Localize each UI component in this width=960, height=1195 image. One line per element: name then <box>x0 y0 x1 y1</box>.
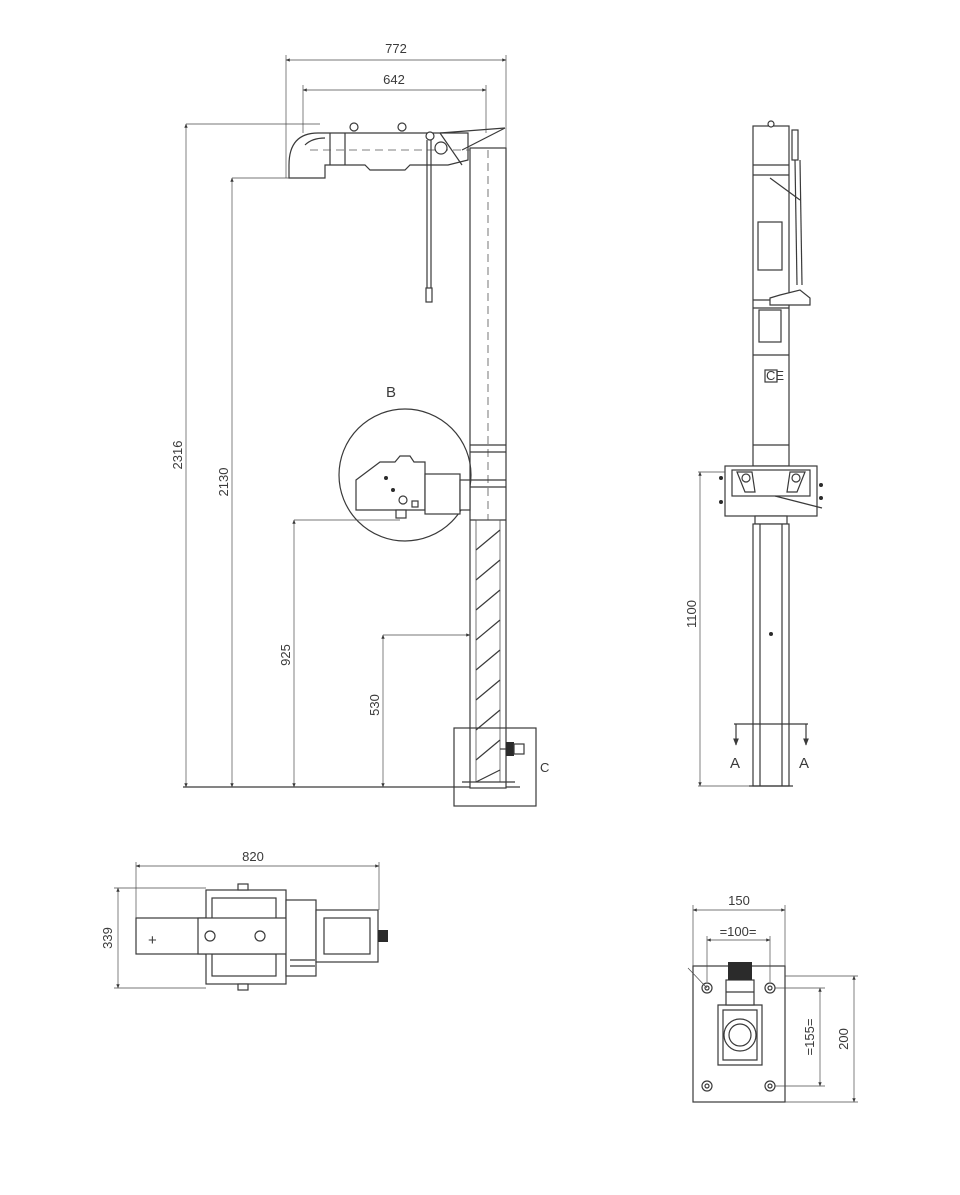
svg-text:339: 339 <box>100 927 115 949</box>
side-view: CE <box>684 120 823 787</box>
side-eyewash-bowl <box>719 465 823 525</box>
svg-text:+: + <box>148 932 157 949</box>
svg-text:1100: 1100 <box>684 600 699 628</box>
svg-text:820: 820 <box>242 849 264 864</box>
base-inlet-thread <box>728 962 752 980</box>
dim-top-width: 339 <box>100 887 206 989</box>
dim-eyewash-height: 925 <box>278 519 400 788</box>
side-column-lower <box>752 523 790 787</box>
base-pit <box>453 727 537 807</box>
svg-text:772: 772 <box>385 41 407 56</box>
dim-overall-width: 772 <box>285 41 507 178</box>
svg-text:2316: 2316 <box>170 441 185 470</box>
top-valve <box>378 930 388 942</box>
ce-mark: CE <box>766 368 784 383</box>
dim-inlet-height: 530 <box>367 633 471 788</box>
front-view: C B <box>170 41 549 807</box>
detail-label: B <box>386 384 396 401</box>
dim-plate-height: 200 <box>785 975 858 1103</box>
svg-text:925: 925 <box>278 644 293 666</box>
svg-text:200: 200 <box>836 1028 851 1050</box>
section-a-a: A A <box>730 723 809 772</box>
svg-text:A: A <box>799 755 809 772</box>
dim-hole-spacing-x: =100= <box>706 924 771 982</box>
side-pull-handle <box>769 129 811 306</box>
dim-head-width: 642 <box>302 72 487 133</box>
dim-hole-spacing-y: =155= <box>775 987 825 1087</box>
svg-text:A: A <box>730 755 740 772</box>
base-plate-view: 150 =100= =155= 200 <box>687 893 858 1103</box>
svg-text:642: 642 <box>383 72 405 87</box>
pull-rod <box>425 131 448 303</box>
dim-plate-width: 150 <box>692 893 786 966</box>
dim-top-length: 820 <box>135 849 380 918</box>
svg-text:=100=: =100= <box>720 924 757 939</box>
svg-text:530: 530 <box>367 694 382 716</box>
top-view: + 820 339 <box>100 849 388 991</box>
detail-b-callout: B <box>338 384 472 542</box>
inlet-valve <box>506 742 514 756</box>
dim-eyewash-to-floor: 1100 <box>684 471 749 787</box>
dim-overall-height: 2316 <box>170 123 320 788</box>
connection-label: C <box>540 760 549 775</box>
svg-text:=155=: =155= <box>802 1019 817 1056</box>
top-arm-right <box>315 909 379 963</box>
svg-text:2130: 2130 <box>216 468 231 497</box>
dim-shower-height: 2130 <box>216 177 289 788</box>
svg-text:150: 150 <box>728 893 750 908</box>
